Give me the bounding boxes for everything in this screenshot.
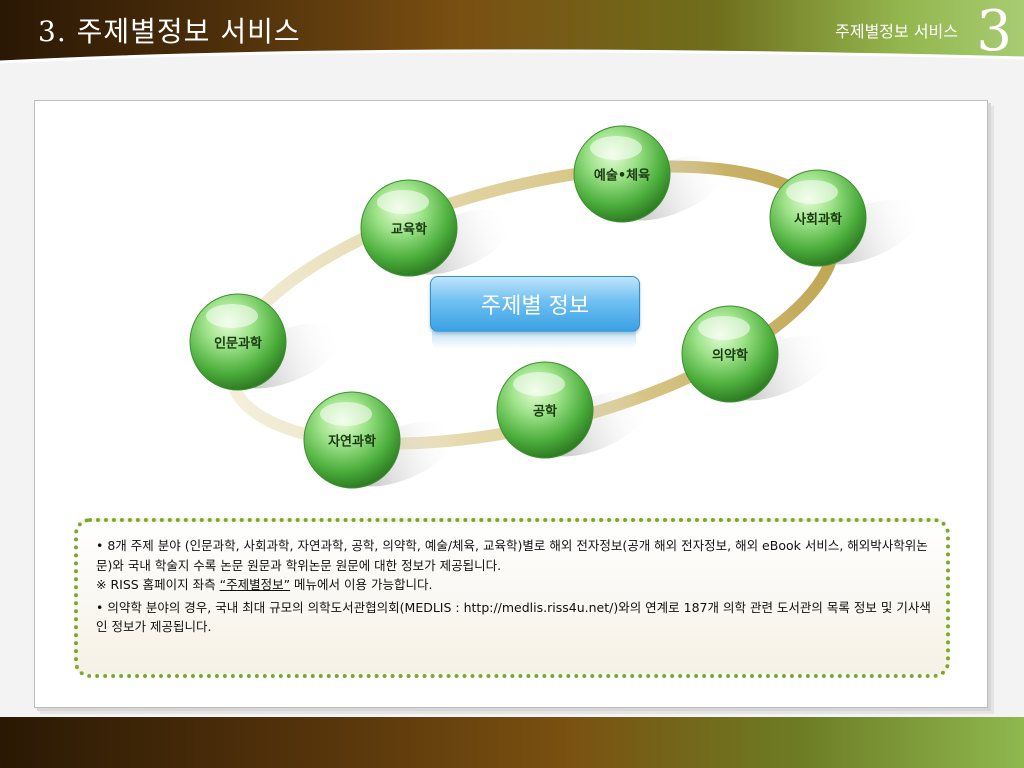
node-natural-science-label: 자연과학 <box>328 434 376 450</box>
info-note-suffix: 메뉴에서 이용 가능합니다. <box>290 577 433 592</box>
node-natural-science-highlight <box>320 402 372 426</box>
node-medicine-highlight <box>698 316 750 340</box>
info-note-prefix: ※ RISS 홈페이지 좌측 <box>96 577 220 592</box>
center-box: 주제별 정보 <box>430 276 640 332</box>
info-text: • 8개 주제 분야 (인문과학, 사회과학, 자연과학, 공학, 의약학, 예… <box>96 536 932 637</box>
info-bullet-2: • 의약학 분야의 경우, 국내 최대 규모의 의학도서관협의회(MEDLIS … <box>96 599 931 635</box>
section-title: 주제별정보 서비스 <box>835 22 958 41</box>
footer-bar <box>0 717 1024 768</box>
node-arts-sports-highlight <box>590 136 642 160</box>
node-social-science-highlight <box>786 180 838 204</box>
info-note-link: “주제별정보” <box>219 577 291 592</box>
page-title: 3. 주제별정보 서비스 <box>38 15 301 48</box>
header-swoosh <box>0 49 1024 88</box>
center-label: 주제별 정보 <box>480 294 590 319</box>
section-number: 3 <box>976 0 1012 64</box>
node-education-highlight <box>377 190 429 214</box>
node-education-label: 교육학 <box>391 222 427 238</box>
center-reflection <box>432 331 636 349</box>
info-note: ※ RISS 홈페이지 좌측 “주제별정보” 메뉴에서 이용 가능합니다. <box>96 575 932 595</box>
node-medicine-label: 의약학 <box>712 348 748 364</box>
info-box: • 8개 주제 분야 (인문과학, 사회과학, 자연과학, 공학, 의약학, 예… <box>74 518 950 678</box>
node-engineering-highlight <box>513 372 565 396</box>
info-bullet-1: • 8개 주제 분야 (인문과학, 사회과학, 자연과학, 공학, 의약학, 예… <box>96 538 928 573</box>
node-humanities-label: 인문과학 <box>214 336 262 352</box>
node-humanities-highlight <box>206 304 258 328</box>
node-social-science-label: 사회과학 <box>794 212 842 228</box>
subject-diagram <box>189 125 921 489</box>
node-arts-sports-label: 예술•체육 <box>593 168 651 184</box>
nodes-layer <box>189 125 921 489</box>
node-engineering-label: 공학 <box>533 404 557 420</box>
